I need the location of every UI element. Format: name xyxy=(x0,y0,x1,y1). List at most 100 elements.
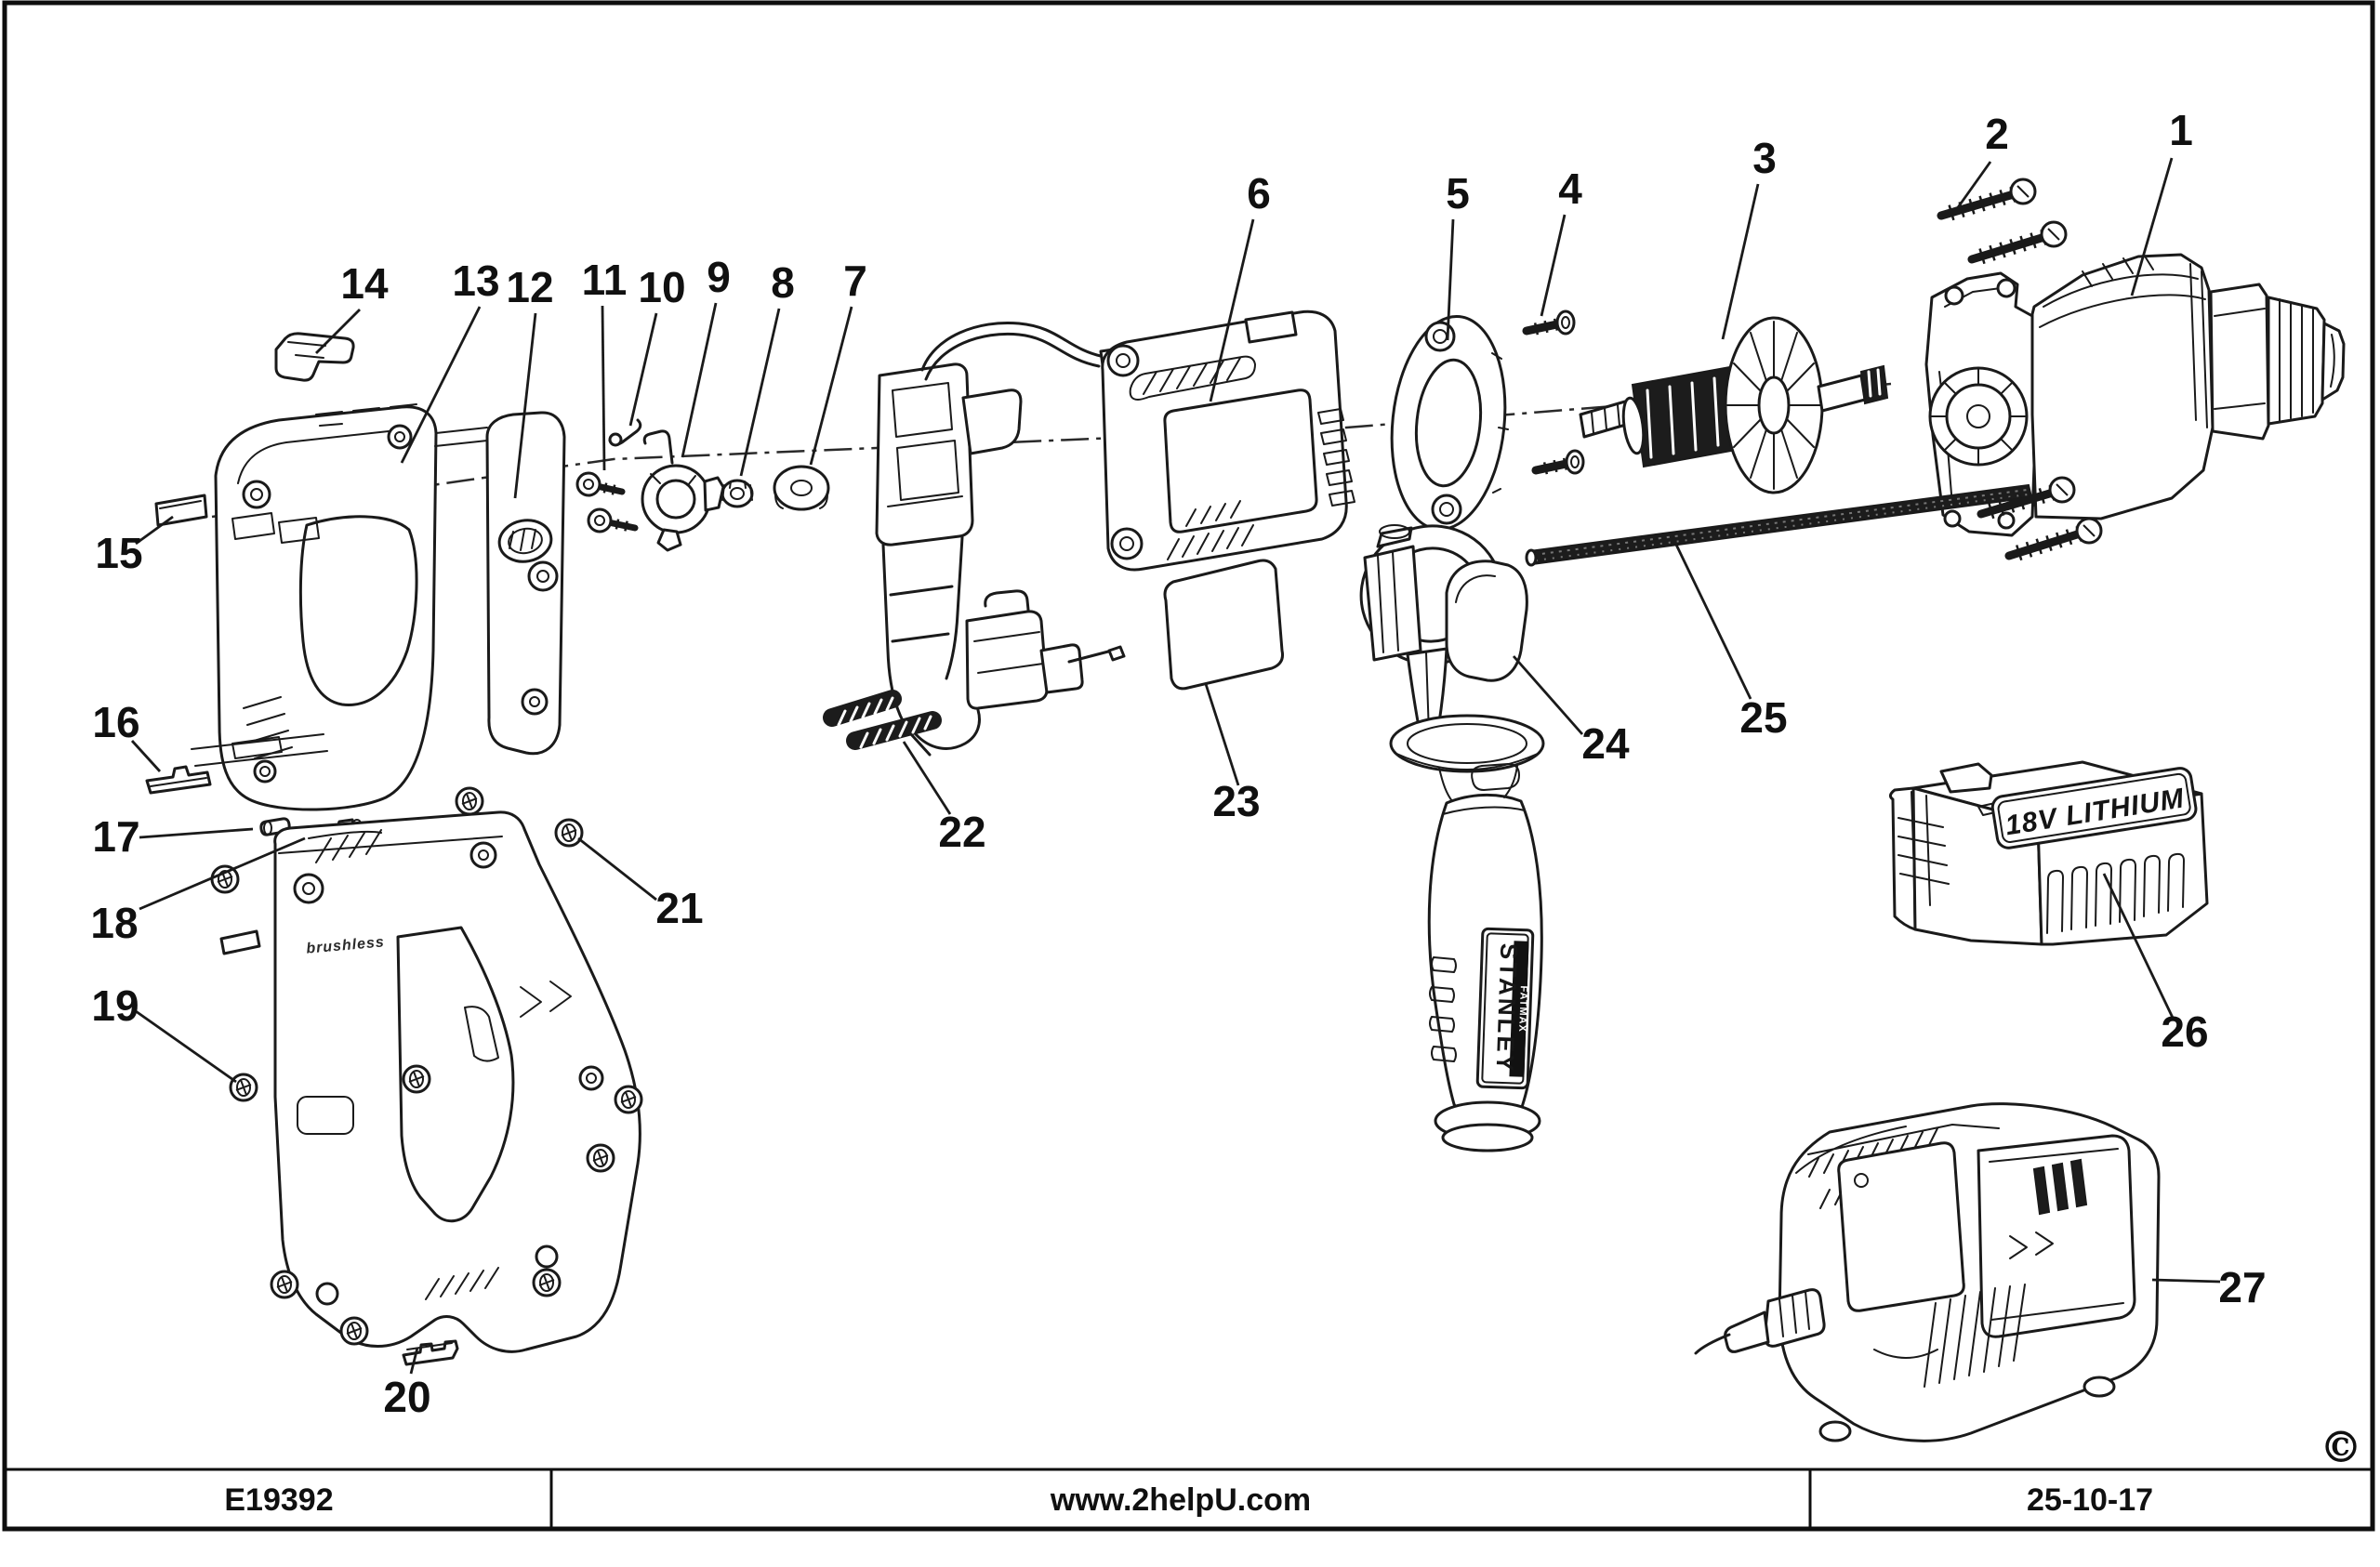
callout-23-number: 23 xyxy=(1212,777,1260,825)
part-6-motor-housing xyxy=(1101,309,1355,572)
callout-1-number: 1 xyxy=(2169,106,2193,154)
callout-15-leader xyxy=(135,515,174,546)
part-10-clip xyxy=(608,418,642,447)
callout-22-number: 22 xyxy=(938,808,985,856)
callout-18-number: 18 xyxy=(90,899,138,947)
callout-19-leader xyxy=(135,1009,237,1084)
phillips-screw-1 xyxy=(210,864,240,894)
long-screw-1 xyxy=(1937,178,2037,221)
callout-14-number: 14 xyxy=(340,259,389,308)
callout-5-leader xyxy=(1446,218,1455,341)
phillips-screw-6 xyxy=(614,1085,643,1114)
callout-15-number: 15 xyxy=(95,529,142,577)
phillips-screw-2 xyxy=(455,786,484,816)
callout-3-leader xyxy=(1721,183,1760,340)
pin-screw-1 xyxy=(1522,309,1576,336)
phillips-screw-4 xyxy=(229,1073,258,1102)
part-16-clip xyxy=(145,765,212,795)
callout-7-number: 7 xyxy=(843,257,867,305)
callout-9-number: 9 xyxy=(707,253,731,301)
callout-2-leader xyxy=(1954,161,1992,211)
side-screw-2 xyxy=(587,507,639,533)
part-13-housing-half-upper xyxy=(191,403,566,811)
callout-19-number: 19 xyxy=(91,981,139,1030)
long-screw-3 xyxy=(1977,476,2076,520)
callout-21-number: 21 xyxy=(655,884,703,932)
part-8-nut xyxy=(721,479,754,508)
callout-12-leader xyxy=(513,312,537,499)
part-21-housing-half-lower: brushless xyxy=(273,810,641,1353)
callout-13-number: 13 xyxy=(452,257,499,305)
callout-2-number: 2 xyxy=(1985,110,2009,158)
callout-22-leader xyxy=(902,741,952,815)
callout-18-leader xyxy=(139,836,306,911)
callout-17-number: 17 xyxy=(92,812,139,861)
part-24-side-handle: STANLEY FATMAX xyxy=(1359,524,1545,1152)
callout-13-leader xyxy=(400,306,482,464)
callout-12-number: 12 xyxy=(506,263,553,311)
callout-23-leader xyxy=(1204,683,1240,786)
callout-11-number: 11 xyxy=(582,256,628,304)
callouts-layer: 1234567891011121314151617181920212223242… xyxy=(90,106,2266,1421)
phillips-screw-5 xyxy=(402,1064,431,1094)
callout-27-number: 27 xyxy=(2218,1263,2266,1311)
callout-10-leader xyxy=(628,312,658,427)
callout-25-leader xyxy=(1674,544,1752,700)
callout-1-leader xyxy=(2130,157,2174,296)
callout-8-leader xyxy=(739,308,781,477)
footer: E19392 www.2helpU.com 25-10-17 xyxy=(7,1468,2371,1527)
callout-20-number: 20 xyxy=(383,1373,430,1421)
phillips-screw-10 xyxy=(339,1316,369,1346)
hardware-layer xyxy=(210,178,2103,1346)
part-7-washer xyxy=(773,465,830,511)
part-5-inner-flange xyxy=(1390,314,1509,532)
callout-7-leader xyxy=(809,306,853,466)
side-screw-1 xyxy=(575,471,626,497)
copyright-symbol: © xyxy=(2320,1422,2362,1472)
callout-17-leader xyxy=(139,827,254,839)
part-26-battery: 18V LITHIUM xyxy=(1888,760,2209,946)
small-plate xyxy=(219,929,261,955)
callout-14-leader xyxy=(315,309,361,354)
callout-5-number: 5 xyxy=(1446,169,1470,217)
phillips-screw-8 xyxy=(270,1270,299,1299)
pin-screw-2 xyxy=(1531,449,1585,475)
part-14-selector-slider xyxy=(274,332,355,382)
handle-brand-text: STANLEY xyxy=(1491,942,1524,1073)
callout-26-number: 26 xyxy=(2161,1007,2208,1056)
part-12-button xyxy=(497,519,553,563)
callout-8-number: 8 xyxy=(771,258,795,307)
callout-4-leader xyxy=(1540,214,1567,317)
callout-4-number: 4 xyxy=(1558,165,1582,213)
footer-drawing-code: E19392 xyxy=(224,1482,333,1518)
part-9-bearing-retainer xyxy=(641,429,725,552)
callout-16-number: 16 xyxy=(92,698,139,746)
callout-11-leader xyxy=(601,305,606,471)
footer-date: 25-10-17 xyxy=(2027,1482,2153,1518)
part-1-gearbox-chuck xyxy=(1924,253,2346,537)
callout-26-leader xyxy=(2102,873,2175,1019)
long-screw-4 xyxy=(2004,517,2103,561)
part-27-charger xyxy=(1694,1102,2161,1442)
page-border xyxy=(2,0,2375,1532)
callout-3-number: 3 xyxy=(1752,134,1777,182)
callout-21-leader xyxy=(577,836,657,902)
callout-9-leader xyxy=(681,302,718,458)
callout-27-leader xyxy=(2151,1278,2221,1284)
callout-25-number: 25 xyxy=(1739,693,1787,742)
part-23-label-plate xyxy=(1163,559,1284,691)
callout-24-number: 24 xyxy=(1581,719,1630,768)
phillips-screw-7 xyxy=(586,1143,615,1173)
handle-sub-brand-text: FATMAX xyxy=(1516,985,1529,1033)
part-20-clip xyxy=(402,1339,459,1366)
part-15-cover-plate xyxy=(154,494,208,527)
part-22-springs xyxy=(823,690,942,750)
callout-10-number: 10 xyxy=(638,263,685,311)
callout-6-leader xyxy=(1209,218,1255,402)
part-3-armature xyxy=(1579,316,1889,494)
long-screw-2 xyxy=(1967,220,2068,265)
callout-24-leader xyxy=(1512,655,1584,735)
phillips-screw-9 xyxy=(532,1268,562,1297)
